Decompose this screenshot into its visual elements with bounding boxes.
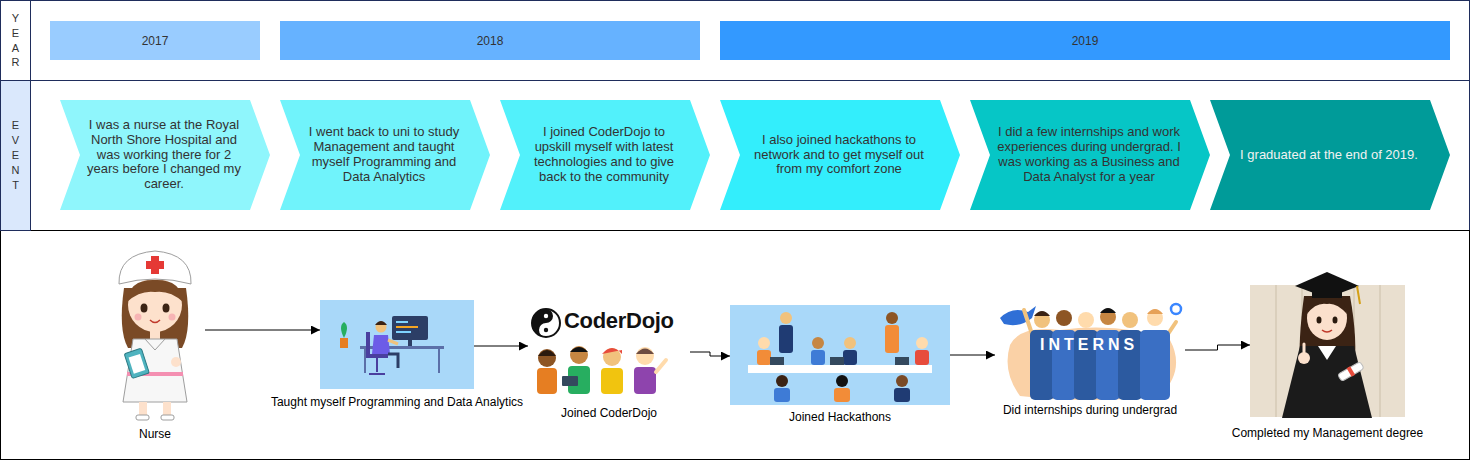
row-header-text: YEAR (10, 11, 21, 70)
illustration-box: Nurse (105, 248, 205, 422)
illustration-box: CoderDojoJoined CoderDojo (528, 305, 690, 395)
illustration-box: Taught myself Programming and Data Analy… (320, 300, 474, 389)
event-row (1, 81, 1470, 231)
year-label: 2017 (142, 34, 169, 48)
chevron-fill (970, 100, 1210, 210)
row-header: YEAR (0, 0, 31, 81)
event-chevron: I joined CoderDojo to upskill myself wit… (500, 100, 710, 210)
row-header-text: EVENT (10, 118, 21, 192)
year-label: 2019 (1072, 34, 1099, 48)
chevron-fill (500, 100, 710, 210)
illustration-box: Joined Hackathons (730, 305, 950, 405)
logo-text: CoderDojo (564, 308, 674, 333)
chevron-fill (280, 100, 490, 210)
flow-arrow (205, 330, 320, 331)
nurse-figure (119, 251, 191, 420)
event-chevron: I did a few internships and work experie… (970, 100, 1210, 210)
hackathon-picture (730, 305, 950, 405)
flow-arrow (474, 346, 528, 347)
row-header: EVENT (0, 80, 31, 231)
event-text: I went back to uni to study Management a… (304, 125, 464, 185)
chevron-fill (1210, 100, 1450, 210)
event-text: I did a few internships and work experie… (994, 125, 1184, 185)
event-text: I was a nurse at the Royal North Shore H… (84, 118, 244, 193)
year-bar: 2019 (720, 21, 1450, 60)
flow-arrow (950, 355, 995, 356)
event-text: I joined CoderDojo to upskill myself wit… (524, 125, 684, 185)
caption-text: Did internships during undergrad (1003, 404, 1177, 418)
caption-text: Completed my Management degree (1232, 427, 1423, 441)
caption-text: Joined CoderDojo (561, 407, 657, 421)
year-row (1, 1, 1470, 81)
chevron-fill (720, 100, 960, 210)
event-chevron: I went back to uni to study Management a… (280, 100, 490, 210)
caption-text: Nurse (139, 428, 171, 442)
shirt-text: INTERNS (1040, 336, 1138, 354)
caption-text: Joined Hackathons (789, 411, 891, 425)
flow-arrow (690, 352, 730, 356)
programming-picture (320, 300, 474, 389)
year-label: 2018 (477, 34, 504, 48)
event-chevron: I also joined hackathons to network and … (720, 100, 960, 210)
illustration-box: INTERNSDid internships during undergrad (995, 300, 1185, 400)
interns-picture (1000, 304, 1181, 400)
picture-row (1, 231, 1470, 460)
event-text: I graduated at the end of 2019. (1234, 148, 1424, 163)
year-bar: 2017 (50, 21, 260, 60)
illustration-box: Completed my Management degree (1250, 270, 1405, 420)
caption-text: Taught myself Programming and Data Analy… (271, 396, 523, 410)
chevron-fill (60, 100, 270, 210)
event-chevron: I was a nurse at the Royal North Shore H… (60, 100, 270, 210)
year-bar: 2018 (280, 21, 700, 60)
event-text: I also joined hackathons to network and … (744, 133, 934, 178)
graduate-figure (1250, 272, 1405, 418)
flow-arrow (1185, 345, 1250, 350)
event-chevron: I graduated at the end of 2019. (1210, 100, 1450, 210)
